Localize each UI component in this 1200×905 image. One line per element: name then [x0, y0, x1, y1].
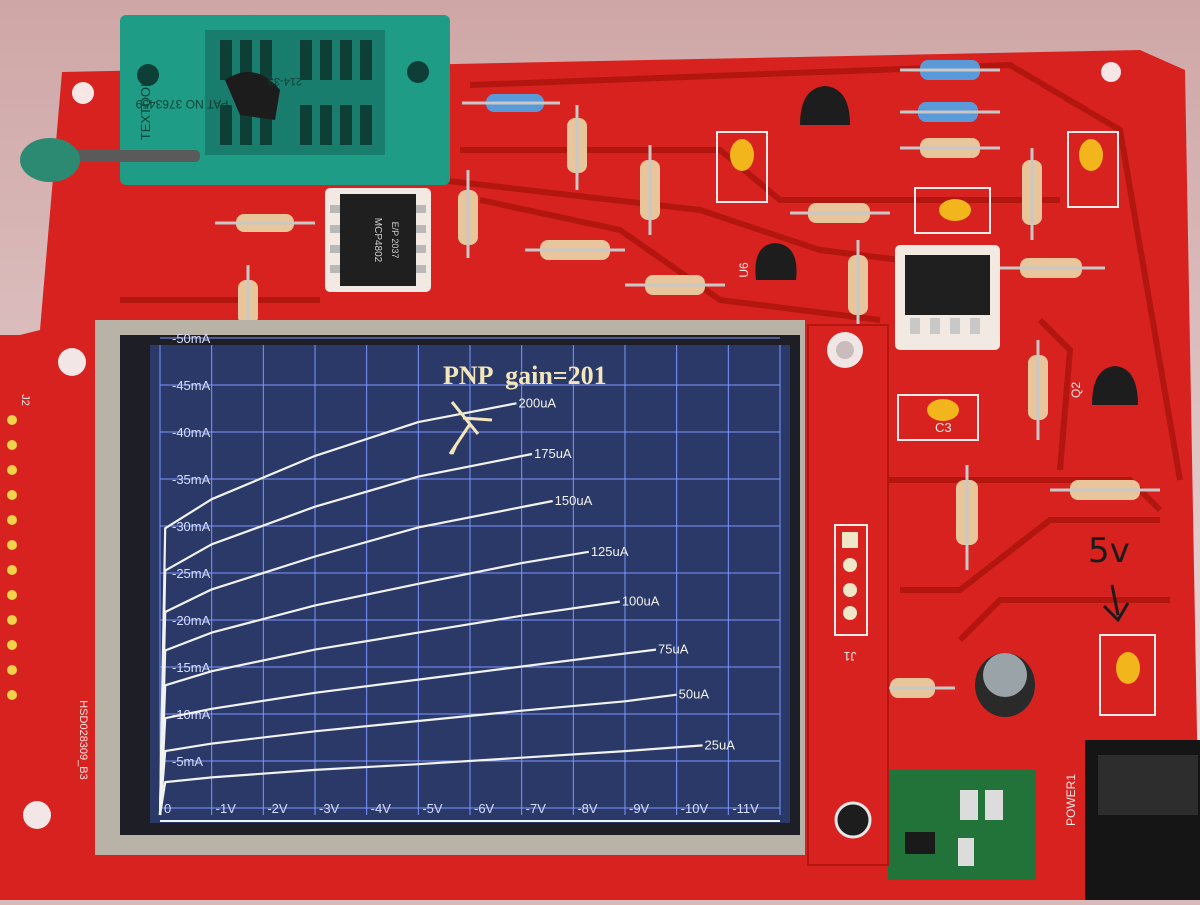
- y-tick-label: -45mA: [172, 378, 211, 393]
- series-labels: 25uA 50uA 75uA 100uA 125uA 150uA 175uA 200uA: [519, 395, 736, 752]
- x-tick-label: -6V: [474, 801, 495, 816]
- screen-title: PNP gain=201: [443, 361, 607, 390]
- ic-opamp: [895, 245, 1000, 350]
- q2-label: Q2: [1069, 382, 1083, 398]
- lcd-left-frame: J2 HSD028309_B3: [0, 335, 110, 900]
- chart-series: [158, 402, 703, 816]
- x-tick-label: 0: [164, 801, 171, 816]
- series-label: 75uA: [658, 642, 689, 657]
- y-tick-label: -50mA: [172, 331, 211, 346]
- u6-label: U6: [737, 262, 751, 278]
- series-line-25uA: [158, 744, 703, 816]
- resistors: [215, 60, 1160, 698]
- x-tick-label: -9V: [629, 801, 650, 816]
- c3-label: C3: [935, 420, 952, 435]
- hand-arrow-icon: [1102, 584, 1130, 623]
- ic1-part-text: MCP4802: [372, 218, 383, 263]
- series-label: 100uA: [622, 594, 660, 609]
- electrolytic-capacitor: [975, 653, 1035, 717]
- pcb-traces: [120, 61, 1183, 643]
- hand-note-5v: 5v: [1088, 531, 1130, 571]
- transistors: [755, 86, 1138, 405]
- series-line-200uA: [158, 402, 517, 816]
- x-tick-label: -4V: [371, 801, 392, 816]
- power-jack: POWER1: [1064, 740, 1200, 900]
- series-label: 175uA: [534, 446, 572, 461]
- x-tick-label: -5V: [422, 801, 443, 816]
- x-tick-label: -1V: [216, 801, 237, 816]
- series-label: 150uA: [555, 493, 593, 508]
- j2-label: J2: [19, 394, 31, 406]
- zif-patent-text: PAT NO 3763459: [135, 97, 228, 111]
- dc-dc-module: [888, 770, 1036, 880]
- x-tick-label: -11V: [732, 801, 759, 816]
- ic1-sub-text: E/P 2037: [390, 222, 400, 259]
- mount-hole: [72, 82, 94, 104]
- x-tick-label: -3V: [319, 801, 340, 816]
- series-label: 125uA: [591, 544, 629, 559]
- x-tick-label: -10V: [681, 801, 709, 816]
- x-tick-labels: 0 -1V -2V -3V -4V -5V -6V -7V -8V -9V -10V -11V: [164, 801, 759, 816]
- y-tick-label: -35mA: [172, 472, 211, 487]
- capacitors: [730, 139, 1140, 684]
- y-tick-label: -30mA: [172, 519, 211, 534]
- series-label: 25uA: [705, 737, 736, 752]
- series-line-50uA: [158, 693, 677, 816]
- ic-mcp4802: MCP4802 E/P 2037: [325, 188, 431, 292]
- series-label: 200uA: [519, 395, 557, 410]
- right-strip: J1: [807, 324, 889, 866]
- lcd-model-label: HSD028309_B3: [77, 700, 89, 780]
- y-tick-label: -20mA: [172, 613, 211, 628]
- series-label: 50uA: [679, 687, 710, 702]
- x-tick-label: -7V: [526, 801, 547, 816]
- silkscreen-boxes: [716, 131, 1156, 716]
- series-line-75uA: [158, 648, 657, 816]
- power-label: POWER1: [1064, 774, 1078, 826]
- y-tick-label: -40mA: [172, 425, 211, 440]
- y-tick-labels: -50mA -45mA -40mA -35mA -30mA -25mA -20mA -15mA…: [172, 331, 211, 769]
- x-tick-label: -2V: [267, 801, 288, 816]
- y-tick-label: -5mA: [172, 754, 203, 769]
- zif-brand-text: TEXTOOL: [138, 80, 153, 140]
- x-tick-label: -8V: [577, 801, 598, 816]
- zif-part-text: 214-33: [268, 75, 302, 87]
- zif-socket: TEXTOOL PAT NO 3763459 214-33: [20, 15, 450, 185]
- mount-hole: [1101, 62, 1121, 82]
- y-tick-label: -25mA: [172, 566, 211, 581]
- j1-label: J1: [843, 649, 856, 663]
- pnp-symbol-icon: [448, 401, 493, 455]
- y-tick-label: -15mA: [172, 660, 211, 675]
